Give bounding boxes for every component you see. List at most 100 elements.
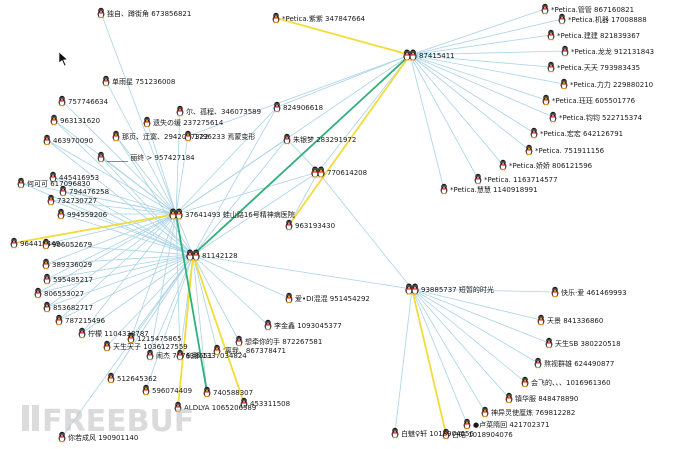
contact-node[interactable]: 李金鑫 1093045377 — [264, 319, 342, 331]
contact-node[interactable]: 遗失の缓 237275614 — [143, 116, 224, 128]
contact-node[interactable]: 白魅♀轩 1018904056 — [391, 427, 475, 439]
contact-node[interactable]: 想牵你的手 872267581 — [235, 335, 323, 347]
contact-node[interactable]: *Petica.宏宏 642126791 — [530, 127, 624, 139]
contact-node[interactable]: 389336029 — [42, 258, 93, 270]
contact-node[interactable]: *Petica. 1163714577 — [474, 173, 558, 185]
edge — [411, 288, 526, 383]
qq-penguin-icon — [97, 151, 105, 163]
contact-node[interactable]: 1215475865 — [127, 332, 182, 344]
node-label: 遗失の缓 237275614 — [153, 118, 224, 127]
qq-penguin-icon — [213, 344, 221, 356]
qq-penguin-icon — [285, 219, 293, 231]
contact-node[interactable]: 天景 841336860 — [537, 314, 604, 326]
contact-node[interactable]: 镇华服 848478890 — [505, 392, 579, 404]
contact-node[interactable]: 445416953 — [49, 171, 100, 183]
qq-penguin-icon — [49, 171, 57, 183]
edge — [411, 288, 550, 344]
contact-node[interactable]: *Petica.建建 821839367 — [547, 29, 641, 41]
contact-node[interactable]: 朱银梦 283291972 — [283, 133, 357, 145]
node-label: 柠檬 1104338787 — [88, 329, 149, 338]
contact-node[interactable]: 853682717 — [43, 301, 94, 313]
qq-penguin-icon — [203, 386, 211, 398]
contact-node[interactable]: *Petica.珏珏 605501776 — [542, 94, 636, 106]
contact-node[interactable]: 爱•DI混混 951454292 — [285, 292, 370, 304]
edge — [115, 135, 177, 215]
contact-node[interactable]: 神异灵使厘炼 769812282 — [481, 406, 576, 418]
edge — [100, 156, 194, 256]
contact-node[interactable]: 512645362 — [107, 372, 158, 384]
contact-node[interactable]: '离我、867378471 — [213, 344, 286, 356]
qq-penguin-icon — [10, 237, 18, 249]
contact-node[interactable]: 906052679 — [42, 238, 93, 250]
node-label: 512645362 — [117, 375, 157, 383]
contact-node[interactable]: 刹那 1337034824 — [176, 349, 248, 361]
hub-node[interactable]: 37641493 蛙山路16号精神病医院 — [169, 208, 295, 220]
hub-node[interactable]: 770614208 — [311, 166, 367, 178]
highlight-edge — [13, 213, 177, 244]
edge — [52, 176, 177, 215]
contact-node[interactable]: 740588307 — [203, 386, 254, 398]
qq-penguin-icon — [311, 166, 325, 178]
edge — [409, 50, 566, 56]
contact-node[interactable]: 那页、迂寞、2942017322 — [112, 130, 209, 142]
contact-node[interactable]: 994559206 — [57, 208, 108, 220]
highlight-edge — [175, 213, 208, 393]
contact-node[interactable]: *Petica.紫紫 347847664 — [272, 12, 366, 24]
contact-node[interactable]: *Petica.龙龙 912131843 — [561, 45, 655, 57]
edge — [46, 213, 177, 308]
qq-penguin-icon — [102, 75, 110, 87]
hub-node[interactable]: 93885737 短暂的时光 — [405, 283, 494, 295]
edge — [409, 54, 554, 118]
contact-node[interactable]: 闹杰 737638651 — [146, 349, 213, 361]
contact-node[interactable]: 会飞的、、、1016961360 — [521, 376, 611, 388]
contact-node[interactable]: 快乐·爱 461469993 — [551, 286, 627, 298]
contact-node[interactable]: 806553027 — [34, 287, 85, 299]
contact-node[interactable]: 963131620 — [50, 114, 101, 126]
contact-node[interactable]: 595485217 — [43, 273, 94, 285]
qq-penguin-icon — [174, 401, 182, 413]
node-label: 尔、孤程、346073589 — [186, 107, 261, 116]
contact-node[interactable]: 单雨星 751236008 — [102, 75, 176, 87]
contact-node[interactable]: 757746634 — [58, 95, 109, 107]
contact-node[interactable]: 你若成风 190901140 — [58, 431, 139, 443]
qq-penguin-icon — [273, 101, 281, 113]
hub-node[interactable]: 87415411 — [403, 49, 455, 61]
contact-node[interactable]: 732730727 — [47, 194, 98, 206]
contact-node[interactable]: *Petica.娇娇 806121596 — [499, 159, 593, 171]
contact-node[interactable]: *Petica.天天 793983435 — [547, 61, 641, 73]
contact-node[interactable]: *Petica.力力 229880210 — [560, 78, 654, 90]
contact-node[interactable]: 1796233 焉蒙变形 — [184, 130, 256, 142]
contact-node[interactable]: ALDLYA 1065206589 — [174, 401, 257, 413]
contact-node[interactable]: 824906618 — [273, 101, 324, 113]
contact-node[interactable]: 何可可 617096830 — [17, 177, 91, 189]
contact-node[interactable]: 尔、孤程、346073589 — [176, 105, 262, 117]
contact-node[interactable]: *Petica. 751911156 — [525, 144, 605, 156]
contact-node[interactable]: 787215496 — [55, 314, 106, 326]
contact-node[interactable]: ______ 丽终 > 957427184 — [97, 151, 196, 163]
contact-node[interactable]: 453311508 — [240, 397, 291, 409]
contact-node[interactable]: *Petica.管管 867160821 — [541, 3, 635, 15]
hub-node[interactable]: 81142128 — [186, 249, 238, 261]
contact-node[interactable]: 天生SB 380220518 — [545, 337, 621, 349]
contact-node[interactable]: 963193430 — [285, 219, 336, 231]
contact-node[interactable]: 463970090 — [43, 134, 94, 146]
contact-node[interactable]: 白皓 1018904076 — [442, 428, 514, 440]
edge — [175, 213, 181, 356]
contact-node[interactable]: *Petica.钧钧 522715374 — [549, 111, 643, 123]
contact-node[interactable]: 964419449 — [10, 237, 61, 249]
contact-node[interactable]: 794476258 — [59, 185, 110, 197]
contact-node[interactable]: 柠檬 1104338787 — [78, 327, 149, 339]
qq-penguin-icon — [558, 13, 566, 25]
contact-node[interactable]: 独自、蹲街角 673856821 — [97, 7, 192, 19]
contact-node[interactable]: ●卢菜隋回 421702371 — [463, 418, 550, 430]
contact-node[interactable]: 596074409 — [142, 384, 193, 396]
contact-node[interactable]: 熬视群雄 624490877 — [534, 357, 615, 369]
contact-node[interactable]: 天生天子 1036127559 — [103, 340, 188, 352]
edge — [409, 34, 552, 56]
contact-node[interactable]: *Petica.慧慧 1140918991 — [440, 183, 538, 195]
contact-node[interactable]: *Petica.机器 17008888 — [558, 13, 647, 25]
qq-penguin-icon — [481, 406, 489, 418]
qq-penguin-icon — [97, 7, 105, 19]
